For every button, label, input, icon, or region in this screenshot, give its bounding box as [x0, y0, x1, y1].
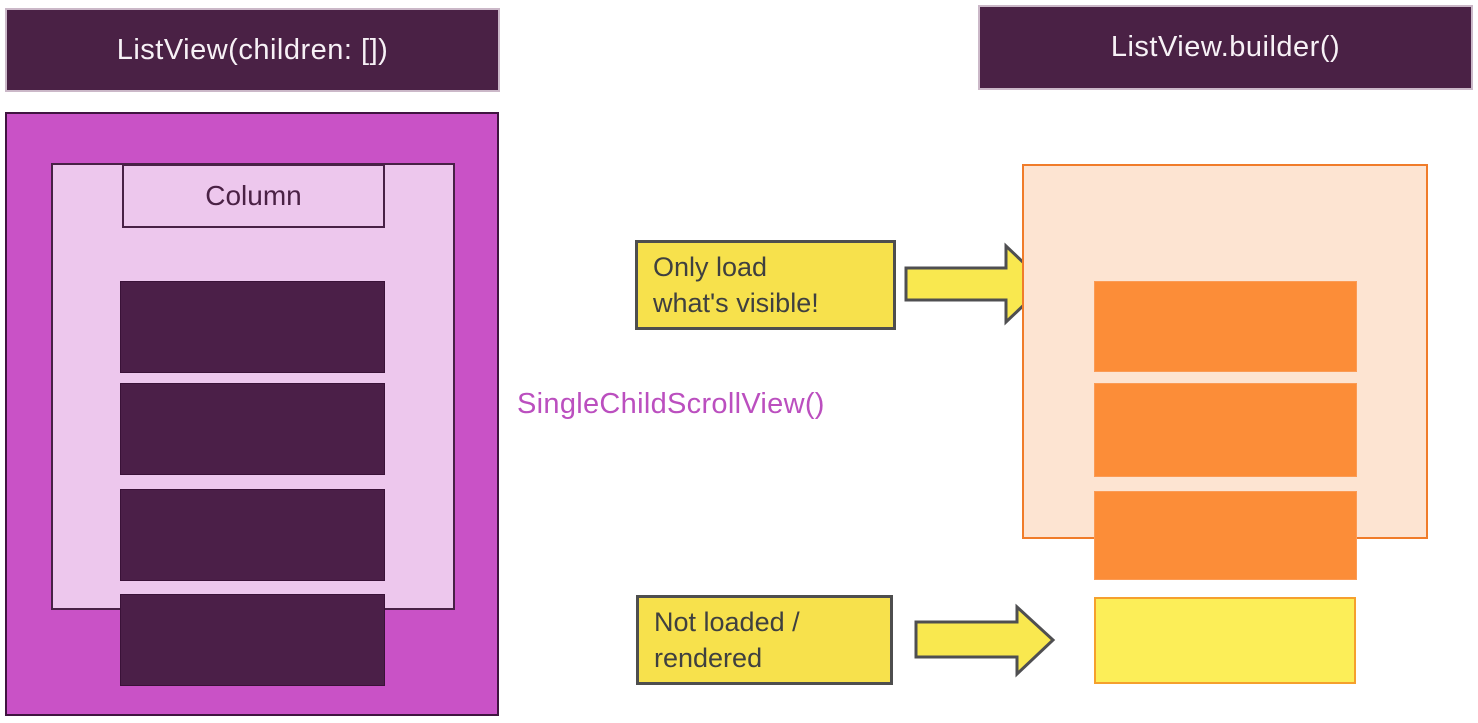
not-loaded-callout-line1: Not loaded /	[654, 607, 800, 637]
only-load-callout-line1: Only load	[653, 252, 768, 282]
not-loaded-item-rect	[1094, 597, 1356, 684]
list-item-rect	[120, 383, 385, 475]
only-load-callout-line2: what's visible!	[653, 287, 819, 318]
list-item-rect-overflowing	[120, 594, 385, 686]
list-item-rect	[120, 489, 385, 581]
listview-children-title-bar: ListView(children: [])	[5, 8, 500, 92]
arrow-right-icon	[914, 603, 1056, 678]
not-loaded-callout-line2: rendered	[654, 642, 763, 673]
listview-builder-title: ListView.builder()	[1110, 31, 1341, 63]
loaded-item-rect	[1094, 383, 1357, 477]
listview-children-title: ListView(children: [])	[116, 33, 389, 66]
loaded-item-rect	[1094, 281, 1357, 372]
list-item-rect	[120, 281, 385, 373]
listview-builder-title-bar: ListView.builder()	[978, 5, 1473, 90]
not-loaded-callout: Not loaded / rendered	[636, 595, 893, 685]
only-load-callout: Only load what's visible!	[635, 240, 896, 330]
singlechildscrollview-label: SingleChildScrollView()	[517, 388, 825, 420]
column-label-box: Column	[122, 164, 385, 228]
loaded-item-rect-overflowing	[1094, 491, 1357, 580]
column-label: Column	[205, 180, 302, 211]
